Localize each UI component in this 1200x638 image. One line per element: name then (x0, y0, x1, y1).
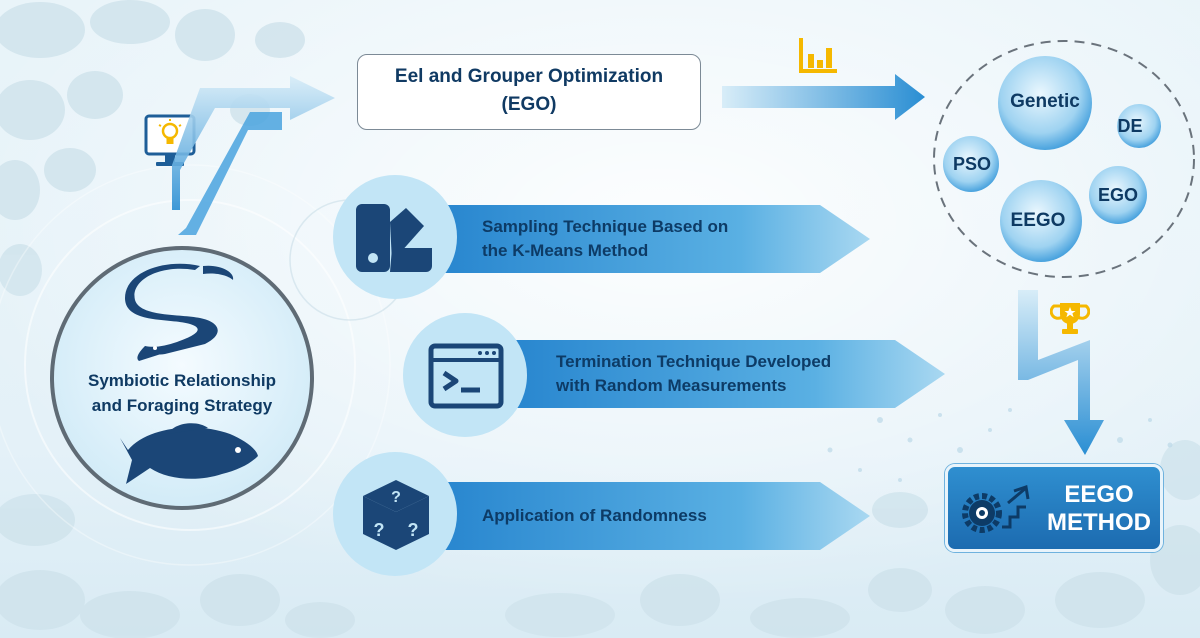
comparison-cluster (933, 40, 1195, 278)
svg-text:?: ? (374, 520, 385, 540)
bubble-de-label: DE (1117, 116, 1143, 136)
svg-text:?: ? (391, 489, 401, 506)
bubble-de (1117, 104, 1161, 148)
terminal-window-icon (428, 343, 504, 409)
source-line2: and Foraging Strategy (91, 396, 273, 415)
step-2-label: Termination Technique Developed with Ran… (556, 350, 831, 398)
bubble-eego (1000, 180, 1082, 262)
ego-title-box: Eel and Grouper Optimization (EGO) (357, 54, 701, 130)
bubble-genetic (998, 56, 1092, 150)
result-box: EEGO METHOD (945, 464, 1163, 552)
bubble-ego-label: EGO (1097, 185, 1138, 205)
source-label: Symbiotic Relationship and Foraging Stra… (62, 368, 302, 418)
eel-icon (125, 263, 234, 361)
ego-title-line1: Eel and Grouper Optimization (394, 66, 664, 87)
step-2-line2: with Random Measurements (556, 376, 787, 395)
svg-text:?: ? (408, 520, 419, 540)
bar-chart-icon (799, 38, 837, 73)
source-circle (50, 246, 314, 510)
step-3-label: Application of Randomness (482, 504, 707, 528)
step-banner-1 (440, 205, 870, 273)
step-1-line2: the K-Means Method (482, 241, 649, 260)
step-banner-3 (440, 482, 870, 550)
zigzag-arrow-body (178, 112, 282, 235)
ego-title-line2: (EGO) (501, 94, 557, 115)
ego-to-comparison-arrow (722, 74, 925, 120)
step-banner-2 (510, 340, 945, 408)
palette-swatch-icon (356, 204, 432, 272)
bubble-pso-label: PSO (952, 154, 991, 174)
step-1-line1: Sampling Technique Based on (482, 217, 729, 236)
step-1-label: Sampling Technique Based on the K-Means … (482, 215, 728, 263)
bubble-eego-label: EEGO (1010, 210, 1066, 231)
result-line2: METHOD (1047, 509, 1151, 536)
step-3-line1: Application of Randomness (482, 506, 707, 525)
bubble-pso (943, 136, 999, 192)
result-line1: EEGO (1064, 481, 1134, 508)
gear-growth-icon (962, 485, 1030, 533)
grouper-fish-icon (120, 423, 258, 484)
comparison-to-result-arrow (1018, 290, 1104, 455)
bubble-genetic-label: Genetic (1010, 91, 1080, 112)
bubble-ego (1089, 166, 1147, 224)
trophy-icon (1050, 303, 1090, 334)
source-line1: Symbiotic Relationship (88, 371, 276, 390)
up-right-arrow (172, 76, 335, 210)
question-dice-icon: ? ? ? (363, 480, 429, 550)
step-2-line1: Termination Technique Developed (556, 352, 832, 371)
